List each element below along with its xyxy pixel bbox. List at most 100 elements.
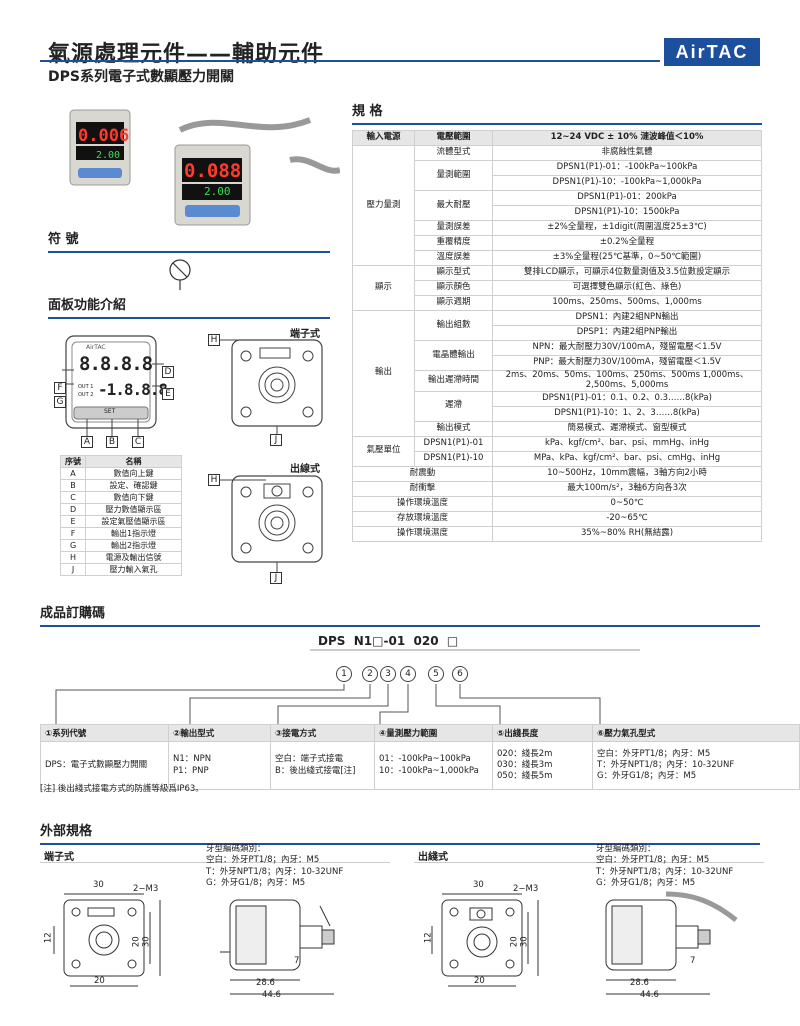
spec-cell: 最大100m/s²，3軸6方向各3次 bbox=[492, 480, 762, 497]
spec-cell: 操作環境溫度 bbox=[352, 495, 493, 512]
dim-side-view-cable bbox=[605, 891, 738, 995]
order-heading: 成品訂購碼 bbox=[40, 606, 106, 621]
spec-cell: 最大耐壓 bbox=[414, 190, 493, 221]
out2-label: OUT 2 bbox=[78, 392, 94, 398]
dim-20-width: 20 bbox=[94, 976, 105, 986]
symbol-heading: 符 號 bbox=[48, 232, 79, 247]
spec-cell: 氣壓單位 bbox=[352, 435, 415, 467]
marker-d: D bbox=[162, 366, 174, 378]
dim-7-r: 7 bbox=[690, 956, 696, 966]
section-rule bbox=[40, 843, 760, 845]
spec-row: 存放環境溫度-20~65℃ bbox=[352, 510, 762, 527]
row-index: C bbox=[59, 491, 87, 504]
spec-cell: 遲滯 bbox=[414, 390, 493, 422]
row-index: H bbox=[59, 551, 87, 564]
spec-cell: 顯示型式 bbox=[414, 265, 493, 281]
spec-cell: 35%~80% RH(無結露) bbox=[492, 525, 762, 542]
spec-table: 輸入電源 電壓範圍 12~24 VDC ± 10% 漣波峰值＜10% 壓力量測流… bbox=[352, 130, 762, 542]
dim-44-6: 44.6 bbox=[262, 990, 281, 1000]
spec-cell: 重覆精度 bbox=[414, 235, 493, 251]
dim-m3-r: 2−M3 bbox=[513, 884, 539, 894]
spec-cell: DPSP1：內建2組PNP輸出 bbox=[492, 325, 762, 341]
airtac-logo: AirTAC bbox=[664, 38, 760, 66]
marker-g: G bbox=[54, 396, 66, 408]
marker-j-cable: J bbox=[270, 572, 282, 584]
out1-label: OUT 1 bbox=[78, 384, 94, 390]
product2-display-sub: 2.00 bbox=[204, 185, 231, 198]
panel-heading: 面板功能介紹 bbox=[48, 298, 127, 313]
table-header: 序號 bbox=[59, 455, 87, 468]
dim-30-height-r: 30 bbox=[519, 936, 530, 948]
dim-side-view-terminal bbox=[220, 899, 335, 995]
spec-cell: DPSN1(P1)-10：1500kPa bbox=[492, 205, 762, 221]
spec-cell: 2ms、20ms、50ms、100ms、250ms、500ms 1,000ms、… bbox=[492, 370, 762, 392]
pressure-switch-symbol-icon bbox=[169, 259, 191, 290]
order-table: ①系列代號 ②輸出型式 ③接電方式 ④量測壓力範圍 ⑤出綫長度 ⑥壓力氣孔型式 … bbox=[40, 724, 800, 790]
spec-row: 壓力量測流體型式非腐蝕性氣體 bbox=[352, 145, 762, 266]
order-header: ④量測壓力範圍 bbox=[374, 724, 493, 742]
panel-diagram bbox=[62, 335, 164, 436]
row-index: D bbox=[59, 503, 87, 516]
spec-cell: 雙排LCD顯示，可顯示4位數量測值及3.5位數設定顯示 bbox=[492, 265, 762, 281]
spec-cell: NPN：最大耐壓力30V/100mA，殘留電壓＜1.5V bbox=[492, 340, 762, 356]
row-name: 輸出1指示燈 bbox=[85, 527, 182, 540]
spec-cell: 非腐蝕性氣體 bbox=[492, 145, 762, 161]
panel-section: 面板功能介紹 bbox=[48, 294, 330, 319]
spec-cell: 可選擇雙色顯示(紅色、綠色) bbox=[492, 280, 762, 296]
order-circle-5: 5 bbox=[428, 666, 444, 682]
spec-cell: 輸出 bbox=[352, 310, 415, 437]
terminal-type-diagram bbox=[218, 339, 323, 438]
row-index: B bbox=[59, 479, 87, 492]
spec-cell: ±3%全量程(25℃基準，0~50℃範圍) bbox=[492, 250, 762, 266]
row-index: G bbox=[59, 539, 87, 552]
row-index: A bbox=[59, 467, 87, 480]
panel-display-main: 8.8.8.8 bbox=[79, 353, 153, 375]
spec-cell: 量測範圍 bbox=[414, 160, 493, 191]
row-name: 數值向下鍵 bbox=[85, 491, 182, 504]
marker-e: E bbox=[162, 388, 174, 400]
page-subtitle: DPS系列電子式數顯壓力開關 bbox=[48, 69, 234, 85]
row-index: J bbox=[59, 563, 87, 576]
spec-cell: 簡易模式、遲滯模式、窗型模式 bbox=[492, 420, 762, 437]
dimensions-section: 外部規格 bbox=[40, 820, 760, 845]
spec-cell: ±2%全量程，±1digit(周圍溫度25±3℃) bbox=[492, 220, 762, 236]
spec-cell: 輸出組數 bbox=[414, 310, 493, 341]
row-name: 數值向上鍵 bbox=[85, 467, 182, 480]
order-code: DPS N1□-01 020 □ bbox=[318, 634, 459, 648]
marker-a: A bbox=[81, 436, 93, 448]
dim-front-view-terminal bbox=[53, 893, 161, 987]
dim-20-width-r: 20 bbox=[474, 976, 485, 986]
spec-cell: 0~50℃ bbox=[492, 495, 762, 512]
spec-cell: 100ms、250ms、500ms、1,000ms bbox=[492, 295, 762, 311]
dim-terminal-label: 端子式 bbox=[44, 852, 74, 863]
section-rule bbox=[352, 123, 762, 125]
spec-cell: 溫度誤差 bbox=[414, 250, 493, 266]
table-header: 名稱 bbox=[85, 455, 182, 468]
spec-cell: DPSN1(P1)-10：1、2、3……8(kPa) bbox=[492, 405, 762, 422]
spec-cell: DPSN1(P1)-01：-100kPa~100kPa bbox=[492, 160, 762, 176]
marker-h-terminal: H bbox=[208, 334, 220, 346]
spec-row: 溫度誤差±3%全量程(25℃基準，0~50℃範圍) bbox=[353, 250, 762, 266]
order-header: ②輸出型式 bbox=[168, 724, 271, 742]
spec-cell: MPa、kPa、kgf/cm²、bar、psi、cmHg、inHg bbox=[492, 450, 762, 467]
spec-header-cell: 電壓範圍 bbox=[414, 130, 493, 146]
